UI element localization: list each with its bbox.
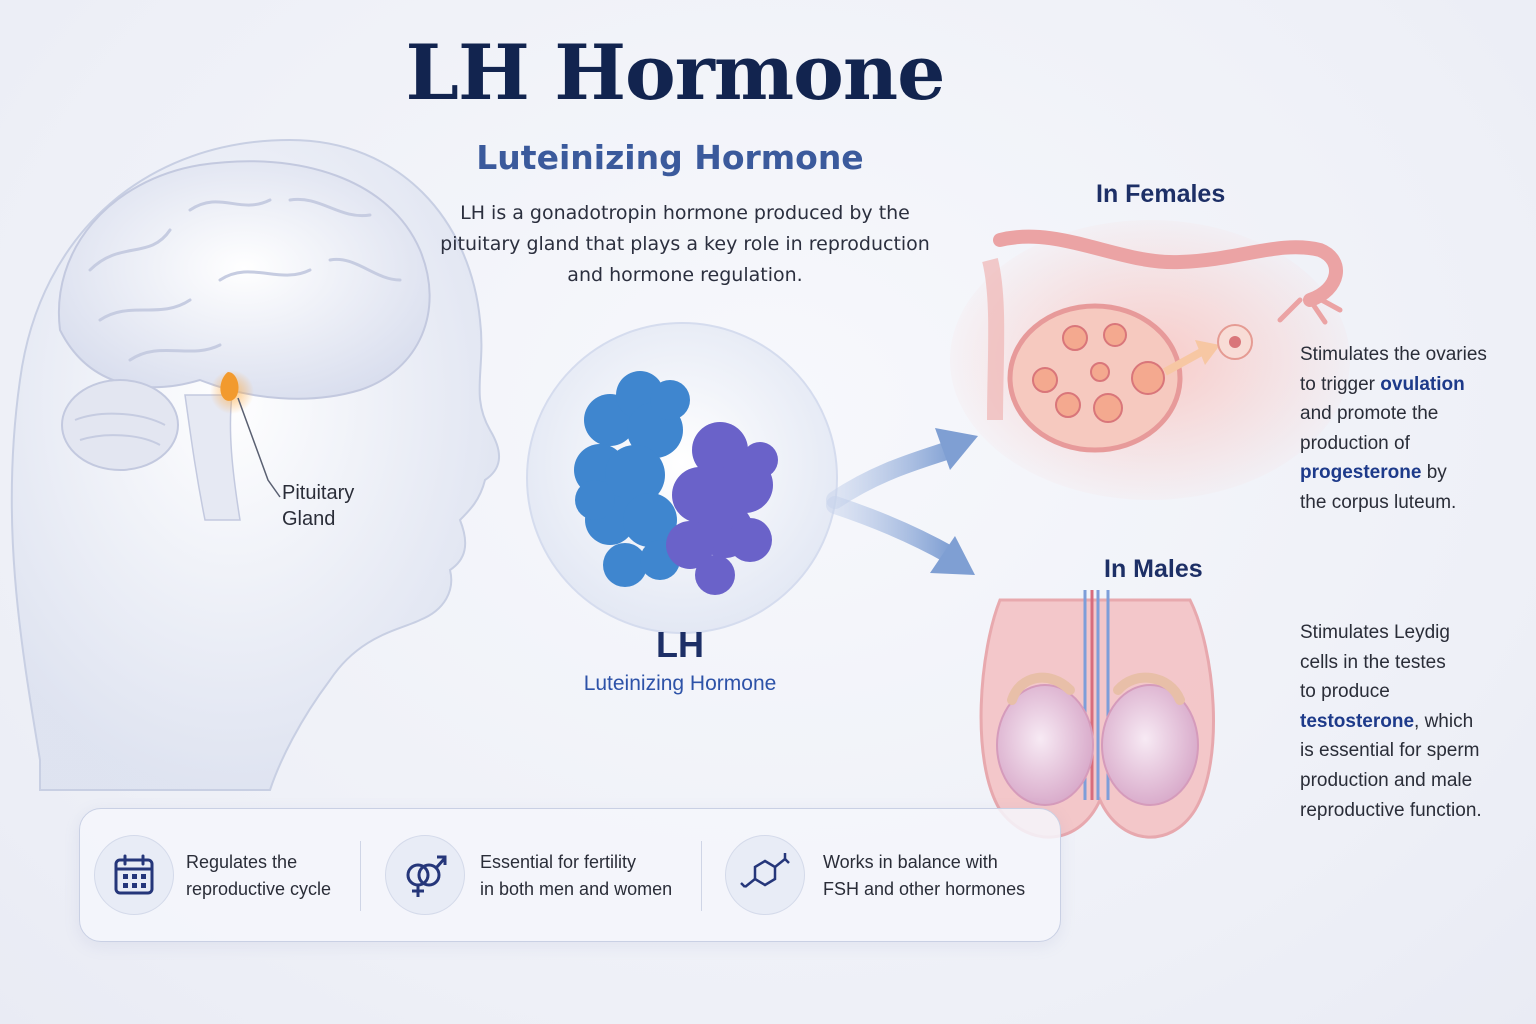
- feature-item: Essential for fertility in both men and …: [380, 809, 700, 941]
- females-title: In Females: [1096, 180, 1226, 208]
- description-line: to trigger ovulation: [1300, 374, 1465, 395]
- feature-item: Works in balance with FSH and other horm…: [720, 809, 1050, 941]
- feature-divider: [360, 841, 361, 911]
- description-line: is essential for sperm: [1300, 740, 1480, 761]
- description-fragment: Stimulates the ovaries: [1300, 344, 1487, 365]
- males-description: Stimulates Leydig cells in the testes to p…: [1300, 618, 1525, 825]
- page-subtitle: Luteinizing Hormone: [476, 138, 864, 177]
- intro-text: LH is a gonadotropin hormone produced by…: [420, 198, 950, 291]
- gender-symbols-icon: [385, 835, 465, 915]
- feature-bar: Regulates the reproductive cycle Essenti…: [79, 808, 1061, 942]
- pituitary-leader-line: [237, 397, 281, 498]
- females-description: Stimulates the ovaries to trigger ovulati…: [1300, 340, 1515, 518]
- intro-line: and hormone regulation.: [567, 264, 803, 286]
- description-fragment: Stimulates Leydig: [1300, 622, 1450, 643]
- description-line: the corpus luteum.: [1300, 492, 1456, 513]
- molecule-full-name: Luteinizing Hormone: [583, 672, 777, 695]
- intro-line: LH is a gonadotropin hormone produced by…: [460, 202, 910, 224]
- highlight-term: progesterone: [1300, 462, 1422, 484]
- description-line: reproductive function.: [1300, 800, 1482, 821]
- feature-divider: [701, 841, 702, 911]
- description-line: to produce: [1300, 681, 1390, 702]
- pituitary-gland-label: Pituitary Gland: [282, 482, 355, 530]
- brain-illustration: [57, 160, 431, 521]
- feature-text: Essential for fertility in both men and …: [480, 852, 673, 899]
- description-line: testosterone, which: [1300, 711, 1473, 732]
- molecule-abbreviation: LH: [656, 624, 704, 665]
- feature-item: Regulates the reproductive cycle: [80, 809, 360, 941]
- description-line: cells in the testes: [1300, 652, 1446, 673]
- males-title: In Males: [1104, 555, 1203, 583]
- description-fragment: is essential for sperm: [1300, 740, 1480, 762]
- branch-arrows: [826, 428, 978, 575]
- pituitary-gland: [220, 372, 239, 401]
- feature-text: Works in balance with FSH and other horm…: [823, 852, 1026, 899]
- description-line: progesterone by: [1300, 462, 1447, 483]
- description-fragment: cells in the testes: [1300, 651, 1446, 673]
- description-fragment: the corpus luteum.: [1300, 491, 1457, 513]
- description-line: production and male: [1300, 770, 1472, 791]
- description-line: Stimulates the ovaries: [1300, 344, 1487, 365]
- testes-illustration: [979, 590, 1215, 839]
- description-fragment: to trigger: [1300, 373, 1381, 395]
- description-fragment: production of: [1300, 432, 1410, 454]
- description-line: production of: [1300, 433, 1410, 454]
- intro-line: pituitary gland that plays a key role in…: [440, 233, 930, 255]
- description-fragment: , which: [1414, 710, 1474, 732]
- molecule-illustration: [526, 322, 838, 634]
- molecule-structure-icon: [725, 835, 805, 915]
- description-line: Stimulates Leydig: [1300, 622, 1450, 643]
- description-fragment: by: [1421, 462, 1447, 484]
- ovary-illustration: [950, 220, 1350, 500]
- description-fragment: reproductive function.: [1300, 799, 1482, 821]
- description-line: and promote the: [1300, 403, 1438, 424]
- description-fragment: to produce: [1300, 681, 1390, 703]
- feature-text: Regulates the reproductive cycle: [186, 852, 332, 899]
- highlight-term: ovulation: [1380, 373, 1465, 395]
- calendar-icon: [94, 835, 174, 915]
- page-title: LH Hormone: [405, 28, 946, 117]
- description-fragment: production and male: [1300, 769, 1473, 791]
- description-fragment: and promote the: [1300, 403, 1439, 425]
- highlight-term: testosterone: [1300, 710, 1415, 732]
